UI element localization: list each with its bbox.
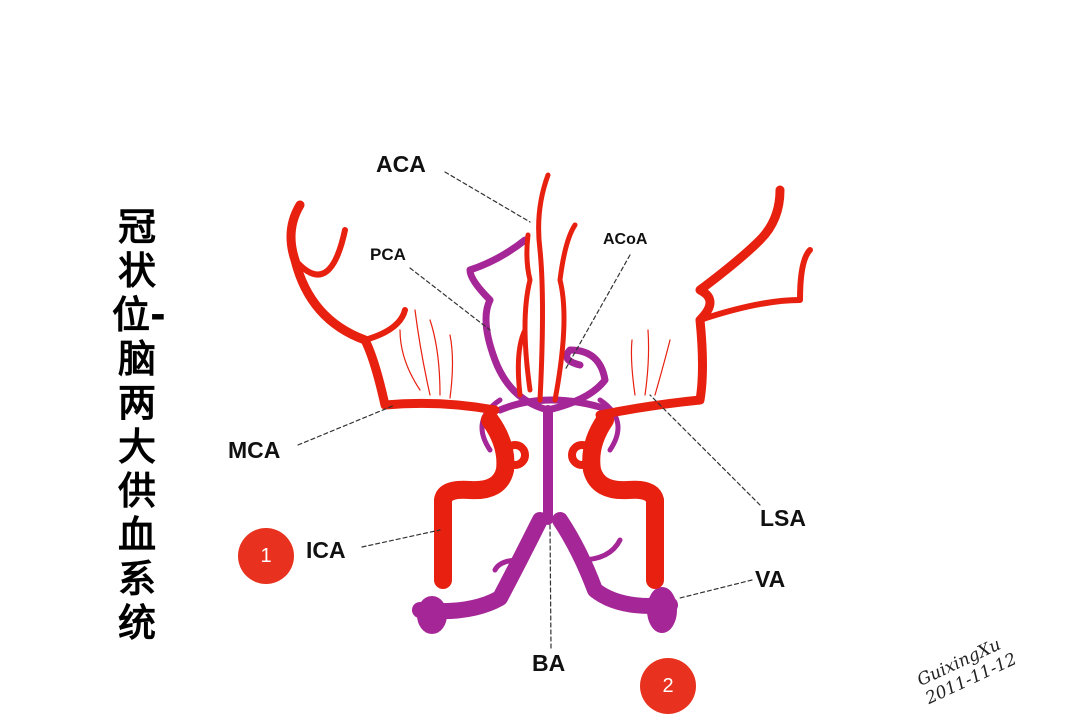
right-vertebral-artery bbox=[552, 512, 678, 614]
left-mca bbox=[286, 200, 500, 415]
aca-branches bbox=[515, 172, 578, 403]
label-ba: BA bbox=[532, 650, 566, 676]
right-mca bbox=[595, 185, 785, 420]
right-ica bbox=[582, 411, 664, 589]
label-mca: MCA bbox=[228, 437, 281, 463]
right-pca bbox=[544, 346, 609, 414]
label-ica: ICA bbox=[306, 537, 346, 563]
leader-lines bbox=[297, 171, 761, 649]
badge-2: 2 bbox=[640, 658, 696, 714]
left-ica bbox=[434, 411, 515, 589]
circle-of-willis bbox=[496, 396, 614, 414]
label-acoa: ACoA bbox=[603, 231, 648, 248]
carotid-system bbox=[286, 172, 813, 589]
diagram-title: 冠状位-脑两大供血系统 bbox=[112, 205, 166, 645]
left-pca bbox=[466, 236, 552, 414]
label-va: VA bbox=[755, 566, 786, 592]
label-pca: PCA bbox=[370, 245, 406, 264]
left-vertebral-artery bbox=[412, 512, 548, 620]
vertebrobasilar-system bbox=[412, 236, 678, 634]
label-aca: ACA bbox=[376, 151, 426, 177]
label-lsa: LSA bbox=[760, 505, 806, 531]
badge-1: 1 bbox=[238, 528, 294, 584]
